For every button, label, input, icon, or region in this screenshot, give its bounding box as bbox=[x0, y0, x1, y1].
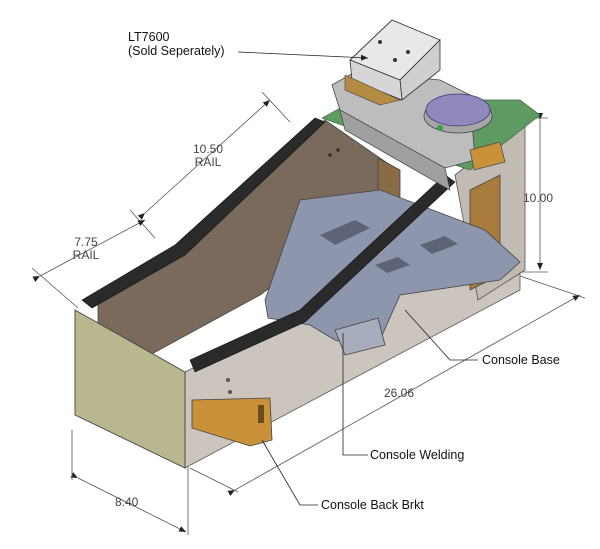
rail-long-dimension: 10.50 RAIL bbox=[186, 143, 230, 169]
dimension-lines bbox=[31, 91, 586, 535]
console-base-slot-2 bbox=[420, 236, 458, 254]
console-base-label: Console Base bbox=[482, 353, 560, 367]
rail-short-unit: RAIL bbox=[72, 248, 100, 262]
front-hole-2 bbox=[228, 390, 232, 394]
rail-short-dimension: 7.75 RAIL bbox=[66, 236, 106, 262]
console-body bbox=[74, 19, 541, 469]
front-hole-1 bbox=[226, 378, 230, 382]
width-dimension: 8.40 bbox=[115, 495, 139, 509]
lt7600-hole-3 bbox=[393, 58, 397, 62]
back-bracket bbox=[191, 397, 273, 447]
mount-block-front bbox=[339, 109, 451, 191]
length-dimension: 26.06 bbox=[384, 386, 415, 400]
console-back-brkt-label: Console Back Brkt bbox=[321, 498, 424, 512]
lt7600-subtitle: (Sold Seperately) bbox=[128, 44, 225, 58]
console-base-slot-3 bbox=[375, 257, 410, 273]
back-bracket-slot bbox=[258, 405, 264, 423]
lt7600-title: LT7600 bbox=[128, 30, 170, 44]
console-base-slot-1 bbox=[320, 220, 370, 245]
rail-right bbox=[189, 174, 456, 373]
console-base-tab bbox=[334, 317, 386, 356]
console-welding-label: Console Welding bbox=[370, 448, 465, 462]
rail-left bbox=[81, 117, 326, 309]
top-tab bbox=[469, 141, 506, 171]
height-dimension: 10.00 bbox=[523, 191, 554, 205]
lt7600-brown-edge bbox=[344, 74, 401, 106]
callout-leaders bbox=[237, 51, 478, 506]
lt7600-hole-1 bbox=[378, 40, 382, 44]
front-panel bbox=[74, 309, 186, 469]
rail-long-unit: RAIL bbox=[194, 155, 222, 169]
rail-long-value: 10.50 bbox=[192, 142, 224, 156]
lt7600-front bbox=[349, 59, 403, 101]
lt7600-label: LT7600 (Sold Seperately) bbox=[128, 30, 225, 58]
swivel-plate bbox=[425, 93, 491, 127]
inner-hole-2 bbox=[336, 148, 340, 152]
rail-short-value: 7.75 bbox=[74, 235, 98, 249]
lt7600-hole-2 bbox=[406, 50, 410, 54]
swivel-plate-knob bbox=[437, 125, 443, 131]
inner-hole-1 bbox=[328, 153, 332, 157]
